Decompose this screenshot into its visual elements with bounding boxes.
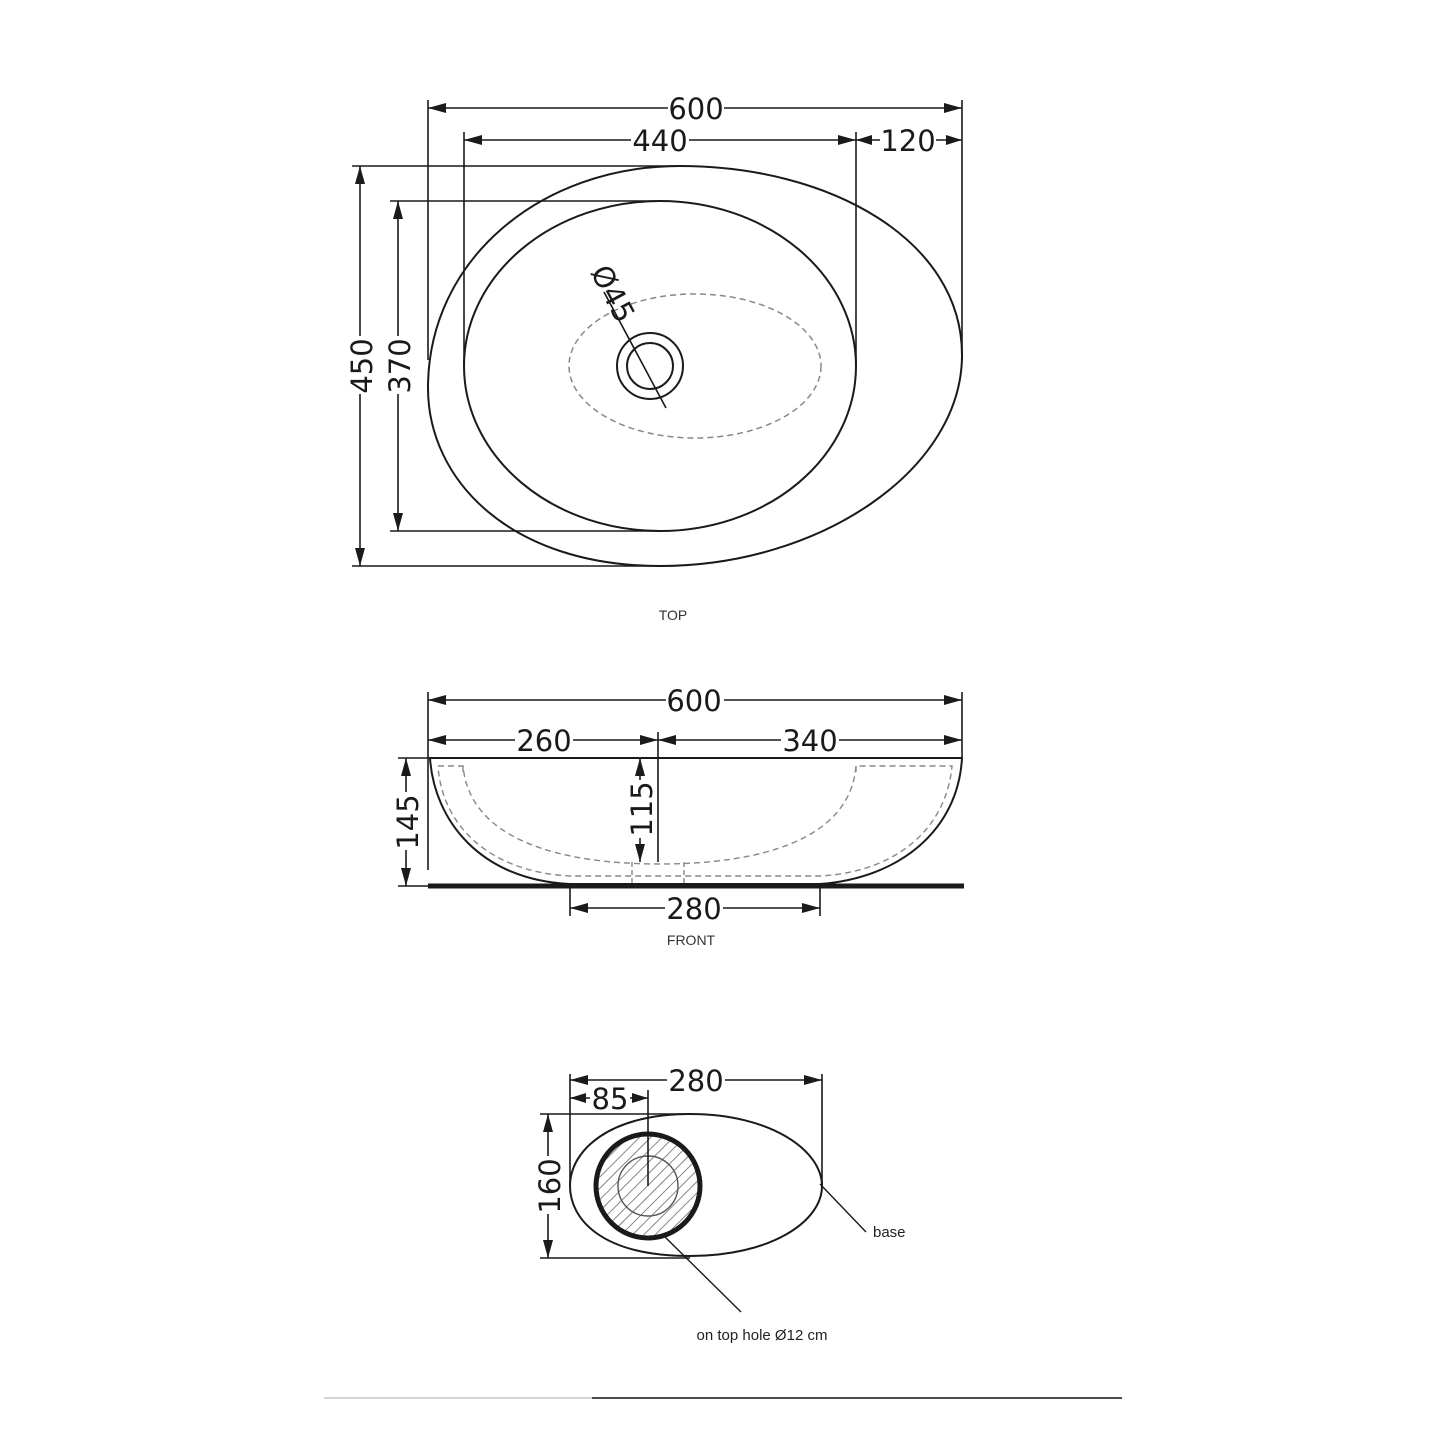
dim-front-600: 600 bbox=[427, 684, 963, 870]
callout-leader-hole bbox=[663, 1235, 742, 1313]
dim-top-370: 370 bbox=[383, 200, 660, 532]
front-view-caption: FRONT bbox=[667, 932, 716, 948]
dim-top-overall-length: 600 bbox=[668, 92, 723, 126]
callout-hole-label: on top hole Ø12 cm bbox=[697, 1327, 828, 1344]
dim-front-overall-height: 145 bbox=[391, 794, 425, 849]
top-outer-rim bbox=[426, 164, 964, 568]
dim-top-450: 450 bbox=[345, 165, 680, 567]
dim-front-115: 115 bbox=[625, 758, 659, 862]
dim-drain-diameter: Ø45 bbox=[584, 259, 642, 328]
dim-base-85: 85 bbox=[570, 1082, 649, 1186]
dim-base-width: 160 bbox=[533, 1158, 567, 1213]
dim-front-145: 145 bbox=[391, 757, 430, 887]
dim-front-overall-length: 600 bbox=[666, 684, 721, 718]
front-bowl-outline bbox=[428, 757, 964, 885]
callout-leader-base bbox=[819, 1183, 867, 1233]
dim-top-rim-offset: 120 bbox=[880, 124, 935, 158]
dim-top-bowl-length: 440 bbox=[632, 124, 687, 158]
dim-top-600: 600 bbox=[427, 92, 963, 360]
dim-top-440: 440 bbox=[463, 124, 857, 366]
base-view: 280 85 160 base on top hole Ø12 cm bbox=[533, 1064, 906, 1344]
dim-front-bowl-depth: 115 bbox=[625, 781, 659, 836]
top-inner-bowl bbox=[463, 200, 857, 532]
dim-front-280: 280 bbox=[569, 886, 821, 926]
dim-base-160: 160 bbox=[533, 1113, 690, 1259]
front-inner-dashed bbox=[437, 765, 953, 877]
drain-inner bbox=[626, 342, 674, 390]
drain-dim-leader bbox=[603, 291, 667, 409]
dim-top-overall-width: 450 bbox=[345, 338, 379, 393]
dim-front-drain-to-right: 340 bbox=[782, 724, 837, 758]
callout-base-label: base bbox=[873, 1224, 906, 1241]
front-view: 600 260 340 115 bbox=[391, 684, 964, 948]
dim-base-hole-offset: 85 bbox=[592, 1082, 629, 1116]
drain-outer bbox=[616, 332, 684, 400]
dim-front-left-to-drain: 260 bbox=[516, 724, 571, 758]
top-basin-dashed bbox=[568, 293, 822, 439]
dim-front-260-340: 260 340 bbox=[428, 724, 962, 862]
top-view: Ø45 600 440 120 bbox=[345, 92, 964, 623]
dim-top-bowl-width: 370 bbox=[383, 338, 417, 393]
dim-front-base-length: 280 bbox=[666, 892, 721, 926]
dim-base-280: 280 bbox=[569, 1064, 823, 1186]
dim-top-120: 120 bbox=[856, 124, 962, 158]
dim-base-length: 280 bbox=[668, 1064, 723, 1098]
top-view-caption: TOP bbox=[659, 607, 688, 623]
base-outline bbox=[568, 1112, 824, 1258]
